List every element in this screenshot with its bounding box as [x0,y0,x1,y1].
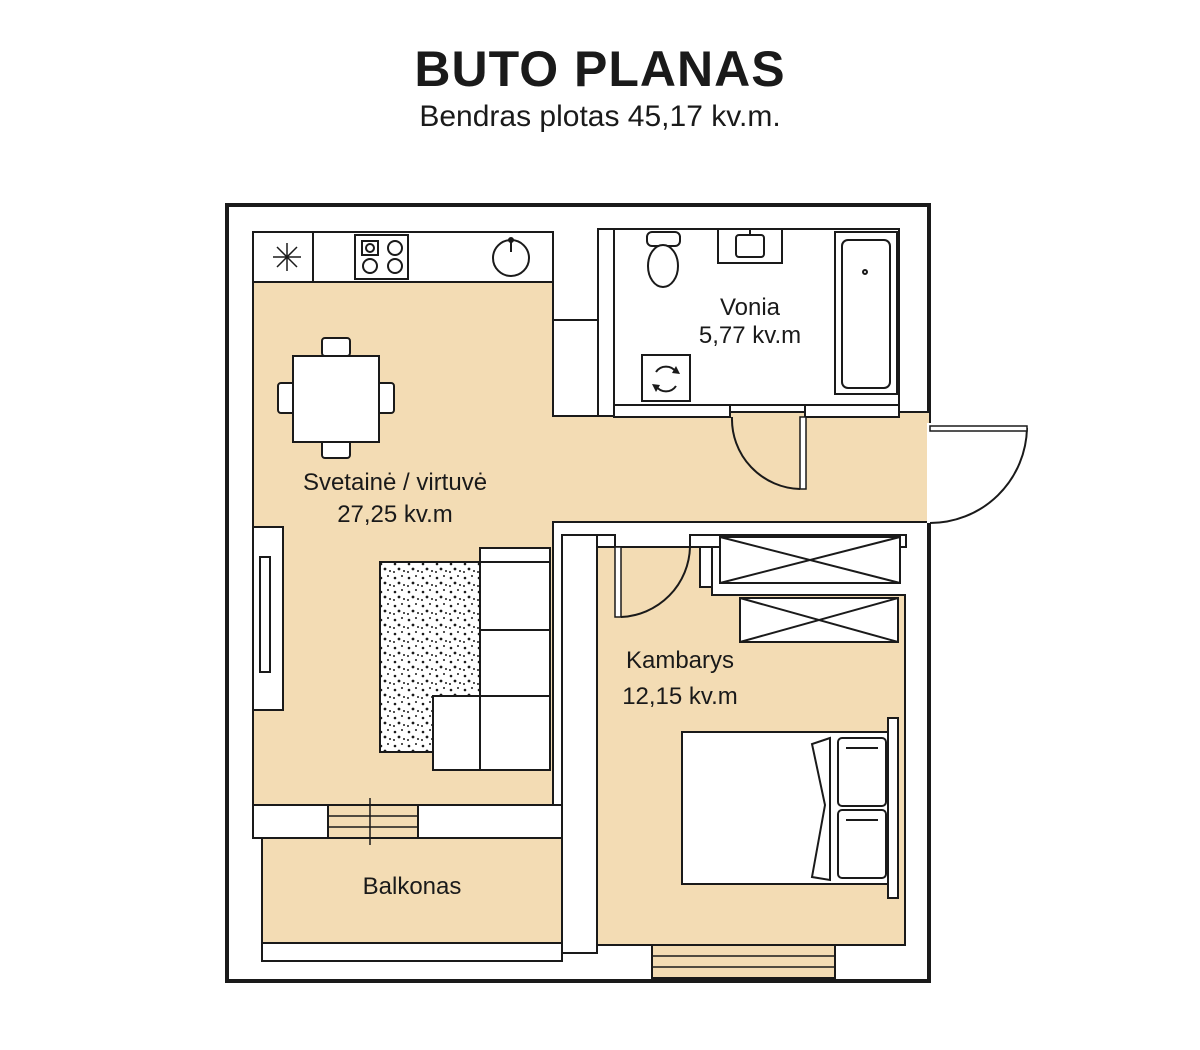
wall-bath-left [597,228,615,417]
plan-subtitle: Bendras plotas 45,17 kv.m. [419,100,781,133]
bedroom-area: 12,15 kv.m [622,683,738,710]
living-room-name: Svetainė / virtuvė [303,469,487,496]
wall-bath-bottom [613,404,731,418]
washing-machine-icon [641,354,691,402]
bathroom-door [730,416,807,490]
entrance-door [927,423,1028,524]
balcony-window [327,798,419,845]
fridge-icon [273,243,301,271]
wardrobe [719,536,901,643]
balcony-name: Balkonas [363,873,462,900]
bathroom-area: 5,77 kv.m [699,322,801,349]
column [552,319,599,417]
stove-icon [354,234,409,280]
bedroom-name: Kambarys [626,647,734,674]
bedroom-door [614,546,691,618]
plan-title: BUTO PLANAS [414,41,786,97]
sofa [432,547,551,771]
bathroom-name: Vonia [720,294,781,321]
sink-icon [492,237,530,277]
wall-bedroom-left [561,534,598,954]
living-room-area: 27,25 kv.m [337,501,453,528]
washbasin-icon [717,228,783,264]
bed [681,717,899,899]
bathtub-icon [834,231,898,395]
dining-table [277,337,395,459]
living-window [252,526,284,711]
toilet-icon [646,231,681,288]
bedroom-window [651,944,836,979]
